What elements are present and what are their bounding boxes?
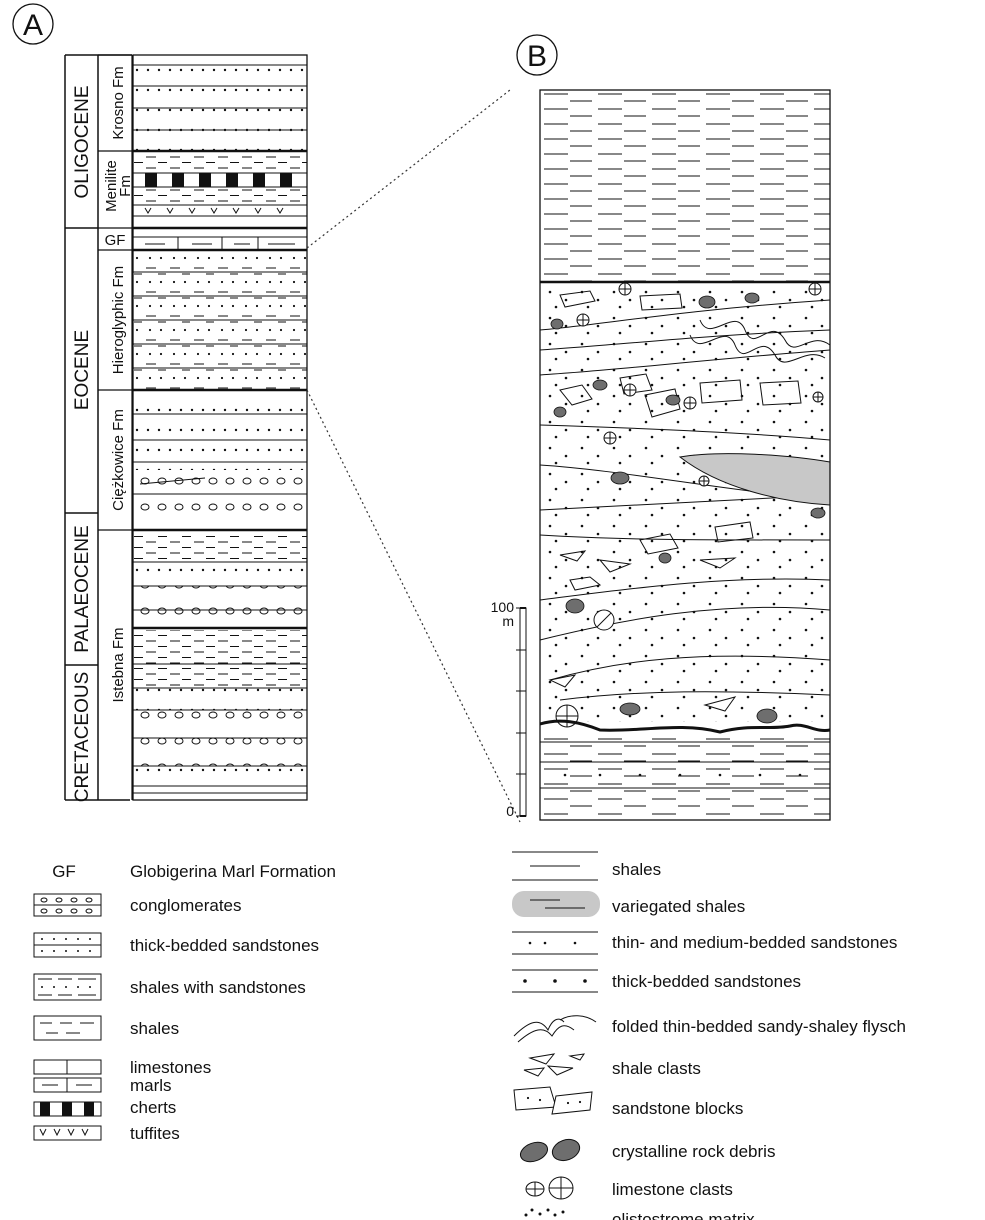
legend-swatch-b-olistostrome-matrix	[524, 1208, 565, 1217]
age-label-eocene: EOCENE	[72, 330, 93, 410]
olistostrome	[539, 282, 831, 728]
panel-b: B	[491, 34, 831, 821]
legend-swatch-b-sandstone-blocks	[513, 1086, 593, 1115]
legend-b-label-limestone-clasts: limestone clasts	[612, 1180, 733, 1199]
scale-unit-label: m	[502, 613, 514, 629]
legend-swatch-b-thin-sandstones	[512, 931, 598, 955]
legend-swatch-shales	[33, 1015, 102, 1041]
legend-swatch-marls	[33, 1077, 102, 1093]
section-b-shales-top	[540, 90, 830, 282]
scale-top-label: 100	[491, 599, 515, 615]
legend-b: shales variegated shales thin- and mediu…	[512, 851, 906, 1220]
legend-swatch-limestones	[33, 1059, 102, 1075]
legend-b-label-thick-sandstones: thick-bedded sandstones	[612, 972, 801, 991]
legend-a-label-thick-sandstones: thick-bedded sandstones	[130, 936, 319, 955]
legend-swatch-b-limestone-clasts	[525, 1176, 574, 1200]
fm-istebna: Istebna Fm	[110, 627, 127, 702]
legend-a-label-shales: shales	[130, 1019, 179, 1038]
fm-hieroglyphic: Hieroglyphic Fm	[110, 266, 127, 374]
fm-ciezkowice: Ciężkowice Fm	[110, 409, 127, 511]
legend-a-label-shales-with-sandstones: shales with sandstones	[130, 978, 306, 997]
legend-b-label-olistostrome-matrix: olistostrome matrix	[612, 1210, 755, 1220]
legend-a-gf-abbrev: GF	[52, 862, 76, 881]
crystalline-debris	[550, 292, 826, 724]
zoom-connectors	[306, 89, 521, 823]
legend-a-label-conglomerates: conglomerates	[130, 896, 242, 915]
lithology-column-a	[132, 54, 308, 801]
scale-bar: 100 m 0	[491, 599, 527, 819]
svg-text:B: B	[527, 40, 547, 73]
legend-a-label-limestones: limestones	[130, 1058, 211, 1077]
legend-swatch-thick-sandstones	[33, 932, 102, 958]
age-label-cretaceous: CRETACEOUS	[72, 672, 93, 803]
legend-b-label-thin-sandstones: thin- and medium-bedded sandstones	[612, 933, 897, 952]
legend-swatch-shales-with-sandstones	[33, 973, 102, 1001]
legend-a-label-marls: marls	[130, 1076, 172, 1095]
legend-swatch-b-shale-clasts	[523, 1053, 586, 1077]
age-label-oligocene: OLIGOCENE	[72, 86, 93, 199]
legend-swatch-cherts	[33, 1101, 102, 1117]
legend-b-label-variegated: variegated shales	[612, 897, 745, 916]
panel-b-letter: B	[516, 34, 558, 76]
age-label-palaeocene: PALAEOCENE	[72, 525, 93, 652]
panel-a: A OLIGOCENE EOCENE PALAEOCENE CRETACEOUS	[12, 3, 521, 823]
legend-b-label-crystalline-debris: crystalline rock debris	[612, 1142, 775, 1161]
fm-krosno: Krosno Fm	[110, 66, 127, 139]
legend-swatch-b-crystalline-debris	[519, 1138, 581, 1163]
fm-menilite-2: Fm	[117, 175, 134, 197]
scale-bottom-label: 0	[506, 803, 514, 819]
age-column	[64, 54, 132, 801]
legend-a-label-cherts: cherts	[130, 1098, 176, 1117]
legend-swatch-b-folded-flysch	[513, 1015, 597, 1043]
legend-b-label-shales: shales	[612, 860, 661, 879]
legend-swatch-tuffites	[33, 1125, 102, 1141]
legend-b-label-sandstone-blocks: sandstone blocks	[612, 1099, 743, 1118]
svg-text:A: A	[23, 9, 43, 42]
legend-a: GF Globigerina Marl Formation conglomera…	[33, 862, 336, 1143]
limestone-clasts	[555, 282, 824, 728]
legend-b-label-folded-flysch: folded thin-bedded sandy-shaley flysch	[612, 1017, 906, 1036]
panel-a-letter: A	[12, 3, 54, 45]
section-b-base	[540, 735, 830, 820]
erosional-base	[539, 719, 831, 734]
fm-menilite-1: Menilite	[103, 160, 120, 212]
legend-swatch-b-thick-sandstones	[512, 969, 598, 993]
legend-b-label-shale-clasts: shale clasts	[612, 1059, 701, 1078]
formation-column	[98, 54, 133, 800]
chert-bed	[132, 172, 308, 188]
legend-a-gf-label: Globigerina Marl Formation	[130, 862, 336, 881]
legend-swatch-b-variegated	[512, 891, 600, 917]
legend-a-label-tuffites: tuffites	[130, 1124, 180, 1143]
marl-bed	[145, 237, 295, 250]
legend-swatch-b-shales	[512, 851, 598, 881]
fm-gf: GF	[105, 232, 126, 249]
legend-swatch-conglomerates	[33, 893, 102, 917]
